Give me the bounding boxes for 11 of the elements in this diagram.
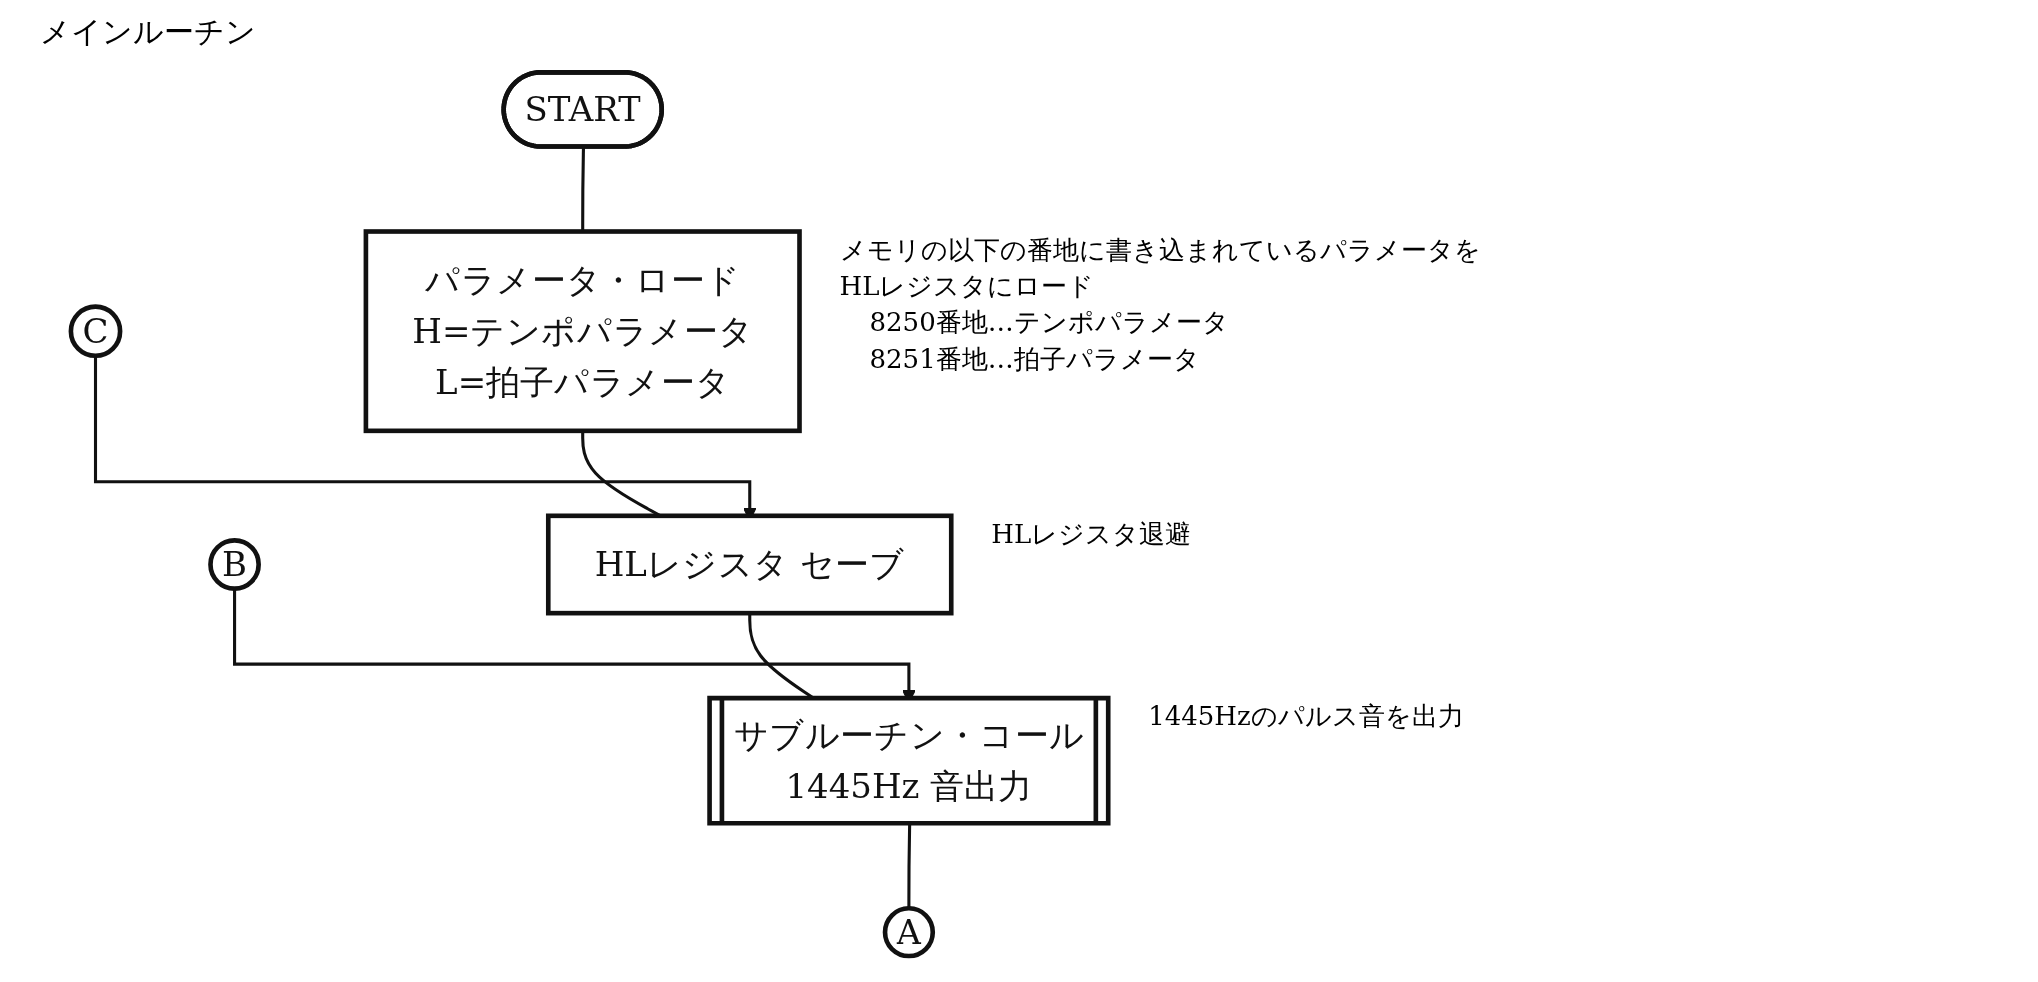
node-circle: C [68,304,123,359]
node-box: パラメータ・ロード H=テンポパラメータ L=拍子パラメータ [363,229,802,434]
annotation-text: 8250番地…テンポパラメータ [868,306,1230,340]
annotation-text: 8251番地…拍子パラメータ [868,342,1201,376]
node-box: HLレジスタ セーブ [545,513,954,616]
annotation-text: HLレジスタ退避 [991,517,1192,551]
diagram-title: メインルーチン [40,13,256,51]
node-circle: A [882,905,936,959]
node-circle: B [208,538,261,591]
annotation-text: 1445Hzのパルス音を出力 [1148,700,1464,734]
annotation-text: メモリの以下の番地に書き込まれているパラメータをHLレジスタにロード [839,233,1482,303]
